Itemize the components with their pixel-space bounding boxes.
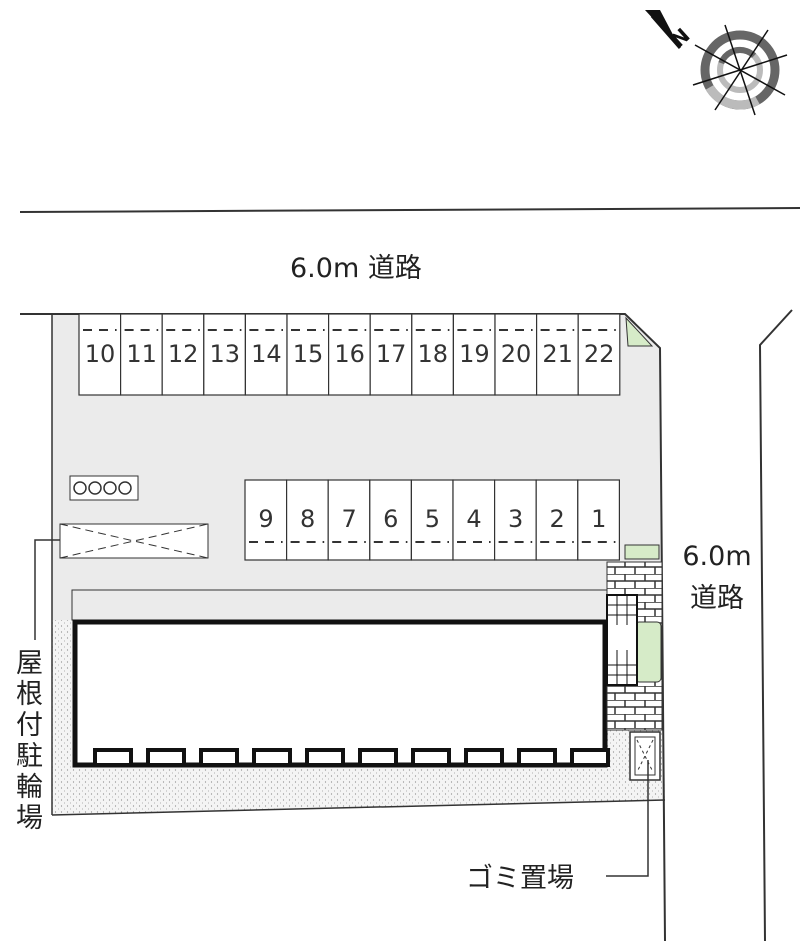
balcony [411, 748, 451, 767]
parking-space [452, 479, 496, 561]
trash-area-inner [634, 736, 656, 776]
trash-label: ゴミ置場 [466, 863, 574, 894]
balcony [199, 748, 239, 767]
stairs-grid [607, 595, 637, 685]
parking-space [161, 313, 205, 396]
trash-leader-line [606, 760, 649, 877]
balcony [517, 748, 557, 767]
parking-space [577, 313, 621, 396]
balcony [570, 748, 610, 767]
parking-space [78, 313, 122, 396]
balcony [464, 748, 504, 767]
green-planter [634, 621, 662, 683]
balcony [305, 748, 345, 767]
right-road-edge [758, 309, 793, 941]
parking-space [535, 479, 579, 561]
parking-space-number: 5 [424, 505, 441, 533]
top-road-label: 6.0m 道路 [290, 253, 422, 284]
parking-space-number: 15 [292, 339, 324, 368]
bike-parking-label: 屋根付駐輪場 [8, 648, 44, 834]
parking-space-number: 14 [251, 339, 282, 368]
parking-space [119, 313, 163, 396]
parking-space-number: 8 [299, 505, 316, 533]
parking-space-number: 21 [542, 339, 573, 368]
parking-space-number: 16 [334, 339, 365, 368]
parking-space-number: 9 [258, 505, 274, 533]
parking-space-number: 10 [84, 339, 116, 368]
parking-space-number: 3 [507, 505, 524, 533]
parking-space [494, 313, 538, 396]
north-label: N [666, 23, 695, 52]
parking-space [452, 313, 496, 396]
parking-space-number: 6 [383, 505, 399, 533]
parking-space-number: 17 [375, 339, 407, 368]
parking-space [328, 313, 371, 396]
bicycle-icons [73, 481, 132, 495]
top-road-edge [19, 207, 800, 213]
parking-space-number: 12 [167, 339, 199, 368]
parking-space-number: 1 [591, 505, 607, 533]
parking-row-top [78, 313, 621, 396]
balcony [252, 748, 292, 767]
parking-space-number: 19 [459, 339, 490, 368]
parking-space-number: 18 [417, 339, 449, 368]
parking-space [411, 313, 454, 396]
compass-rose-icon [645, 10, 788, 116]
building-walkway [71, 589, 613, 621]
parking-row-bottom [244, 479, 620, 561]
parking-space-number: 11 [126, 339, 157, 368]
right-road-label: 6.0m 道路 [674, 536, 760, 620]
balcony [358, 748, 398, 767]
balcony [146, 748, 186, 767]
balcony [93, 748, 133, 767]
bike-leader-line [34, 539, 60, 640]
parking-space-number: 4 [466, 505, 482, 533]
lot-boundary-bottom [51, 799, 666, 816]
parking-space-number: 7 [341, 505, 357, 533]
parking-space-number: 2 [549, 505, 565, 533]
parking-space [494, 479, 537, 561]
parking-space-number: 20 [500, 339, 532, 368]
right-road-name: 道路 [690, 583, 744, 614]
stairs [606, 594, 638, 686]
right-road-width: 6.0m [682, 541, 752, 572]
green-corner [625, 316, 654, 347]
parking-space [244, 313, 288, 396]
green-strip [624, 544, 660, 560]
parking-space-number: 13 [209, 339, 241, 368]
roofed-bike-parking [59, 523, 209, 559]
parking-space [577, 479, 620, 561]
parking-space [286, 479, 329, 561]
parking-space [327, 479, 371, 561]
bicycle-rack [69, 475, 139, 501]
parking-space-number: 22 [583, 339, 615, 368]
balconies [93, 748, 610, 767]
parking-space [244, 479, 288, 561]
parking-space [369, 479, 412, 561]
building [72, 619, 608, 768]
